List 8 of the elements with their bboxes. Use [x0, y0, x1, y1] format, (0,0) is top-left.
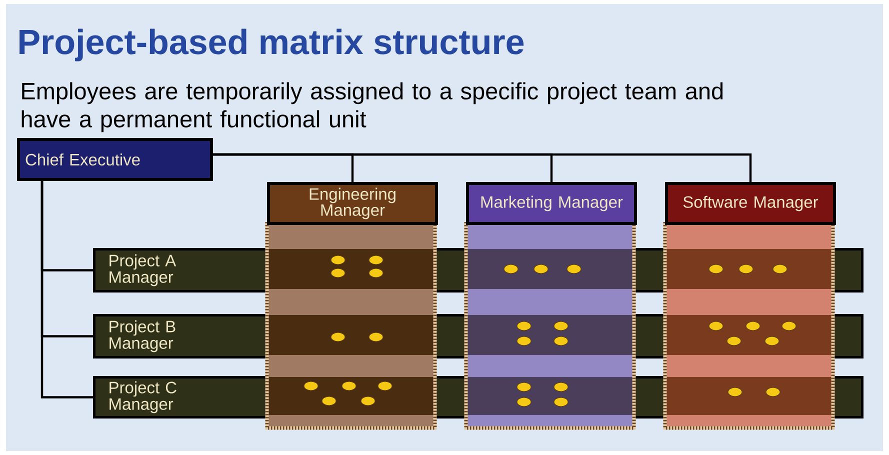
subtitle: Employees are temporarily assigned to a specific project team and have a permanent functional unit — [22, 82, 723, 132]
manager-box: Software Manager — [665, 182, 836, 225]
manager-box: Marketing Manager — [466, 182, 637, 225]
connector-line — [40, 181, 93, 398]
connector-line — [213, 153, 752, 182]
title: Project-based matrix structure — [20, 28, 524, 62]
manager-box: Engineering Manager — [267, 182, 438, 225]
executive-box: Chief Executive — [17, 138, 213, 181]
